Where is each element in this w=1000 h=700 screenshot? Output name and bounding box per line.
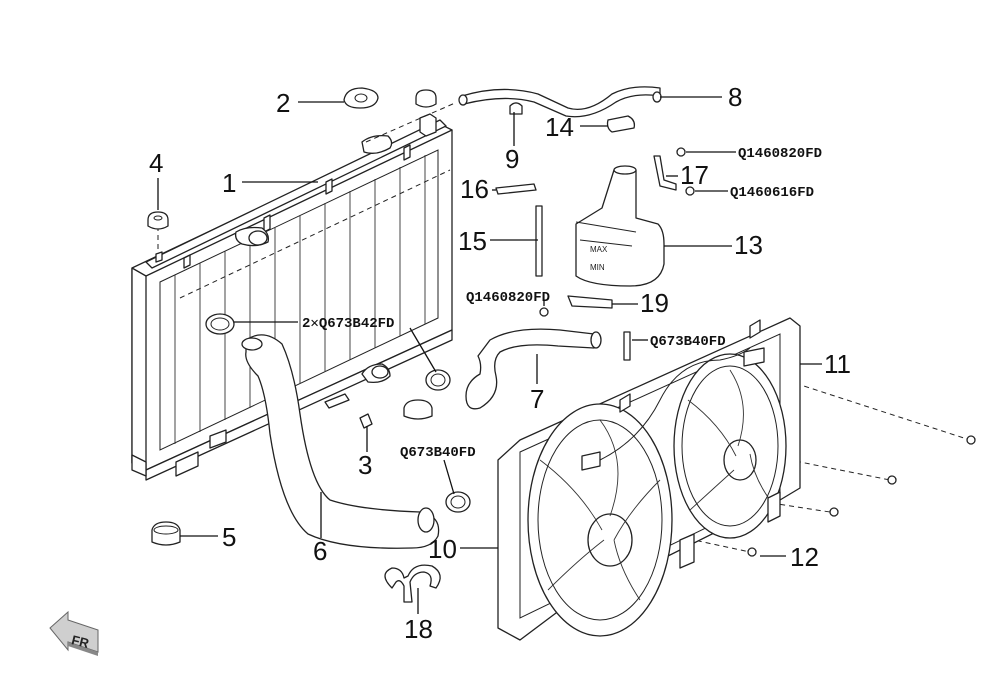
assembly-line-fan xyxy=(769,374,971,441)
bolt-upper xyxy=(676,147,686,157)
code-clamp-single: Q673B40FD xyxy=(400,445,476,461)
label-part-11: 11 xyxy=(824,349,851,379)
bolt-bracket xyxy=(539,307,549,317)
hose-clamp-upper xyxy=(205,313,235,335)
fan-bolt-3 xyxy=(887,475,897,485)
lower-radiator-hose xyxy=(241,334,440,549)
label-part-19: 19 xyxy=(640,288,669,318)
short-hose xyxy=(495,183,537,195)
assembly-line-upper xyxy=(179,169,451,299)
hose-clamp-fan xyxy=(445,491,471,513)
label-part-14: 14 xyxy=(545,112,574,142)
reservoir-tank: MAX MIN xyxy=(575,165,665,287)
hose-connector xyxy=(606,115,636,133)
label-part-5: 5 xyxy=(222,522,236,552)
radiator-cap xyxy=(343,87,379,109)
fan-bolt-2 xyxy=(829,507,839,517)
label-part-12: 12 xyxy=(790,542,819,572)
label-part-10: 10 xyxy=(428,534,457,564)
assembly-line-top xyxy=(365,102,456,143)
fan-bolt-4 xyxy=(966,435,976,445)
front-direction-arrow: FR xyxy=(49,610,99,656)
mount-grommet xyxy=(147,211,169,230)
hose-clip-9 xyxy=(509,102,523,115)
label-part-13: 13 xyxy=(734,230,763,260)
label-part-7: 7 xyxy=(530,384,544,414)
label-part-6: 6 xyxy=(313,536,327,566)
fan-bolt xyxy=(747,547,757,557)
label-part-8: 8 xyxy=(728,82,742,112)
bolt-lower xyxy=(685,186,695,196)
label-part-2: 2 xyxy=(276,88,290,118)
label-part-17: 17 xyxy=(680,160,709,190)
label-part-9: 9 xyxy=(505,144,519,174)
upper-radiator-hose xyxy=(465,328,602,410)
bracket-clip xyxy=(359,413,373,429)
tank-lower-bracket xyxy=(567,295,613,309)
hose-clip xyxy=(384,564,441,603)
label-part-4: 4 xyxy=(149,148,163,178)
overflow-hose xyxy=(458,86,662,118)
label-part-16: 16 xyxy=(460,174,489,204)
code-clamp-x2: 2✕Q673B42FD xyxy=(302,316,394,332)
label-part-3: 3 xyxy=(358,450,372,480)
label-part-1: 1 xyxy=(222,168,236,198)
tank-max-mark: MAX xyxy=(590,245,608,254)
fan-shroud-assembly xyxy=(497,317,801,641)
plug xyxy=(403,399,433,420)
tank-bracket xyxy=(653,155,677,191)
code-bolt-upper: Q1460820FD xyxy=(738,146,822,162)
code-bolt-bracket: Q1460820FD xyxy=(466,290,550,306)
code-clamp-fan: Q673B40FD xyxy=(650,334,726,350)
long-hose xyxy=(535,205,543,277)
hose-clamp-lower xyxy=(425,369,451,391)
leader-clamp-x2-b xyxy=(409,327,437,373)
tank-min-mark: MIN xyxy=(590,263,605,272)
leader-clamp-single xyxy=(443,459,455,495)
label-part-15: 15 xyxy=(458,226,487,256)
code-bolt-lower: Q1460616FD xyxy=(730,185,814,201)
label-part-18: 18 xyxy=(404,614,433,644)
front-direction-label: FR xyxy=(70,632,91,651)
rubber-plug xyxy=(151,521,181,546)
mount-grommet-top xyxy=(415,89,437,108)
clamp-fan-connector xyxy=(623,331,631,361)
